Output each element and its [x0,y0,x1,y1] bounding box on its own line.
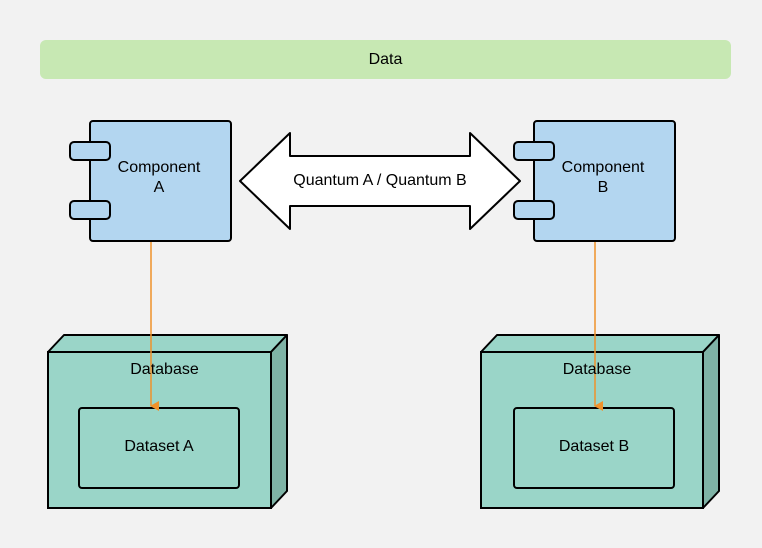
component-b-port-top [513,141,555,161]
component-b-label: Component B [533,158,673,198]
quantum-double-arrow[interactable] [239,132,521,230]
database-a-title: Database [130,361,199,378]
database-a[interactable] [47,334,288,509]
data-banner: Data [40,40,731,79]
data-banner-label: Data [368,50,403,68]
component-a-port-top [69,141,111,161]
dataset-a-label: Dataset A [124,438,194,455]
component-a[interactable] [69,120,232,242]
component-b-port-bottom [513,200,555,220]
dataset-a-box[interactable] [78,407,240,489]
component-a-label: Component A [89,158,229,198]
component-a-label-line1: Component [117,159,201,176]
database-b[interactable] [480,334,720,509]
dataset-b-label: Dataset B [558,438,630,455]
component-b-label-line2: B [597,179,609,196]
database-b-title: Database [562,361,632,378]
component-a-label-line2: A [153,179,165,196]
component-b-label-line1: Component [561,159,645,176]
connector-label: Quantum A / Quantum B [293,172,467,189]
component-b[interactable] [513,120,676,242]
component-a-port-bottom [69,200,111,220]
